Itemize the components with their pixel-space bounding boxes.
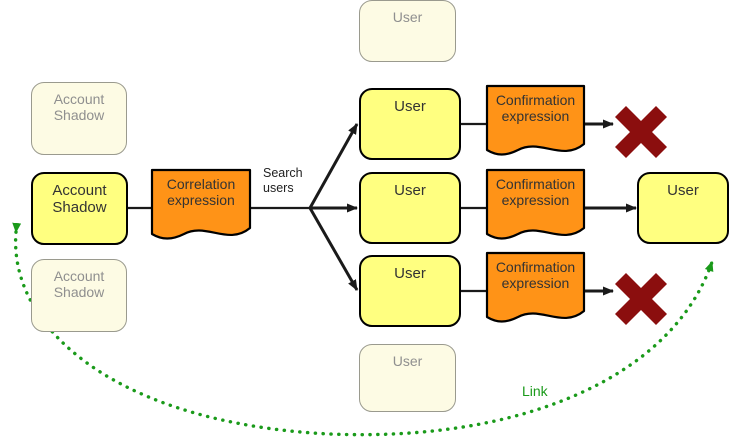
- node-confirmation-expression-2[interactable]: Confirmation expression: [495, 176, 576, 208]
- edge-label-search-users: Search users: [263, 166, 303, 195]
- node-correlation-expression[interactable]: Correlation expression: [166, 176, 236, 208]
- node-user-branch-1[interactable]: User: [359, 88, 461, 160]
- cross-mark-icon-bottom: [615, 273, 667, 325]
- link-dotted-curve: [12, 222, 714, 437]
- node-account-shadow-faded-top: Account Shadow: [31, 82, 127, 155]
- confirmation-expression-3-shape: [485, 251, 586, 323]
- edge-label-link: Link: [522, 383, 548, 399]
- node-user-faded-top: User: [359, 0, 456, 62]
- connector-branch-to-user-3: [308, 207, 359, 291]
- node-account-shadow-active[interactable]: Account Shadow: [31, 172, 128, 245]
- confirmation-expression-1-shape: [485, 84, 586, 156]
- connector-branch-to-user-1: [308, 123, 359, 209]
- node-user-result[interactable]: User: [637, 172, 729, 244]
- node-confirmation-expression-3[interactable]: Confirmation expression: [495, 259, 576, 291]
- node-user-faded-bottom: User: [359, 344, 456, 412]
- node-confirmation-expression-1[interactable]: Confirmation expression: [495, 92, 576, 124]
- cross-mark-icon-top: [615, 106, 667, 158]
- node-account-shadow-faded-bottom: Account Shadow: [31, 259, 127, 332]
- node-user-branch-3[interactable]: User: [359, 255, 461, 327]
- confirmation-expression-2-shape: [485, 168, 586, 240]
- node-user-branch-2[interactable]: User: [359, 172, 461, 244]
- correlation-expression-shape: [150, 168, 252, 240]
